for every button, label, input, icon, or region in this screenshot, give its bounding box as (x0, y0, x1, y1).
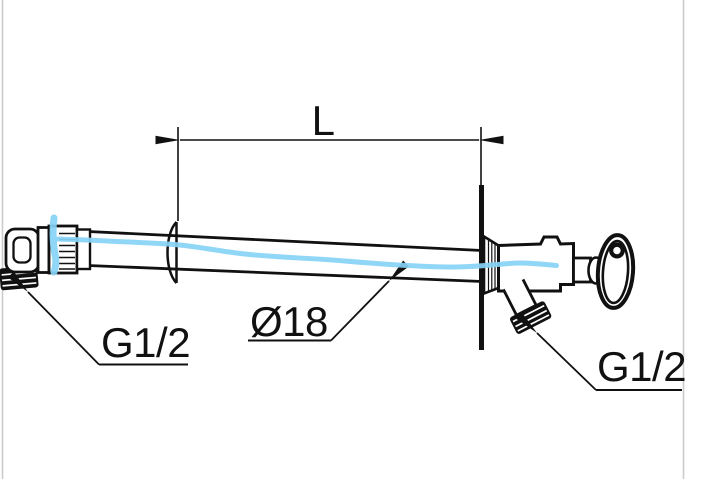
key-bow-inner (601, 239, 630, 305)
inlet-elbow-fitting (0, 224, 92, 291)
diameter-leader (330, 260, 410, 342)
loose-key-handle (572, 233, 636, 310)
union-sleeve (75, 228, 92, 271)
pipe (87, 230, 483, 283)
highlight-pipe-stroke (55, 236, 559, 270)
length-dimension: L (155, 97, 504, 221)
inlet-thread-callout: G1/2 (7, 271, 191, 366)
outlet-thread-label: G1/2 (597, 343, 686, 390)
outlet-thread-callout: G1/2 (516, 312, 687, 391)
outlet-thread-leader (516, 312, 597, 391)
diameter-label: Ø18 (250, 298, 328, 345)
highlight-vertical-stroke (49, 214, 60, 276)
union-flange-band (36, 226, 51, 274)
elbow-inner-detail (12, 236, 32, 264)
inlet-thread-leader (7, 271, 100, 366)
dimension-label-length: L (312, 97, 335, 144)
elbow-body (4, 227, 41, 274)
inlet-thread-label: G1/2 (101, 319, 190, 366)
diameter-callout: Ø18 (248, 260, 410, 345)
pipe-bottom-edge (87, 264, 483, 283)
pipe-flange (166, 221, 178, 284)
key-bow (595, 233, 636, 310)
key-hole-icon (609, 242, 625, 259)
pipe-flange-curve (166, 221, 178, 284)
highlight-annotation (49, 214, 559, 276)
pipe-top-edge (87, 230, 483, 252)
